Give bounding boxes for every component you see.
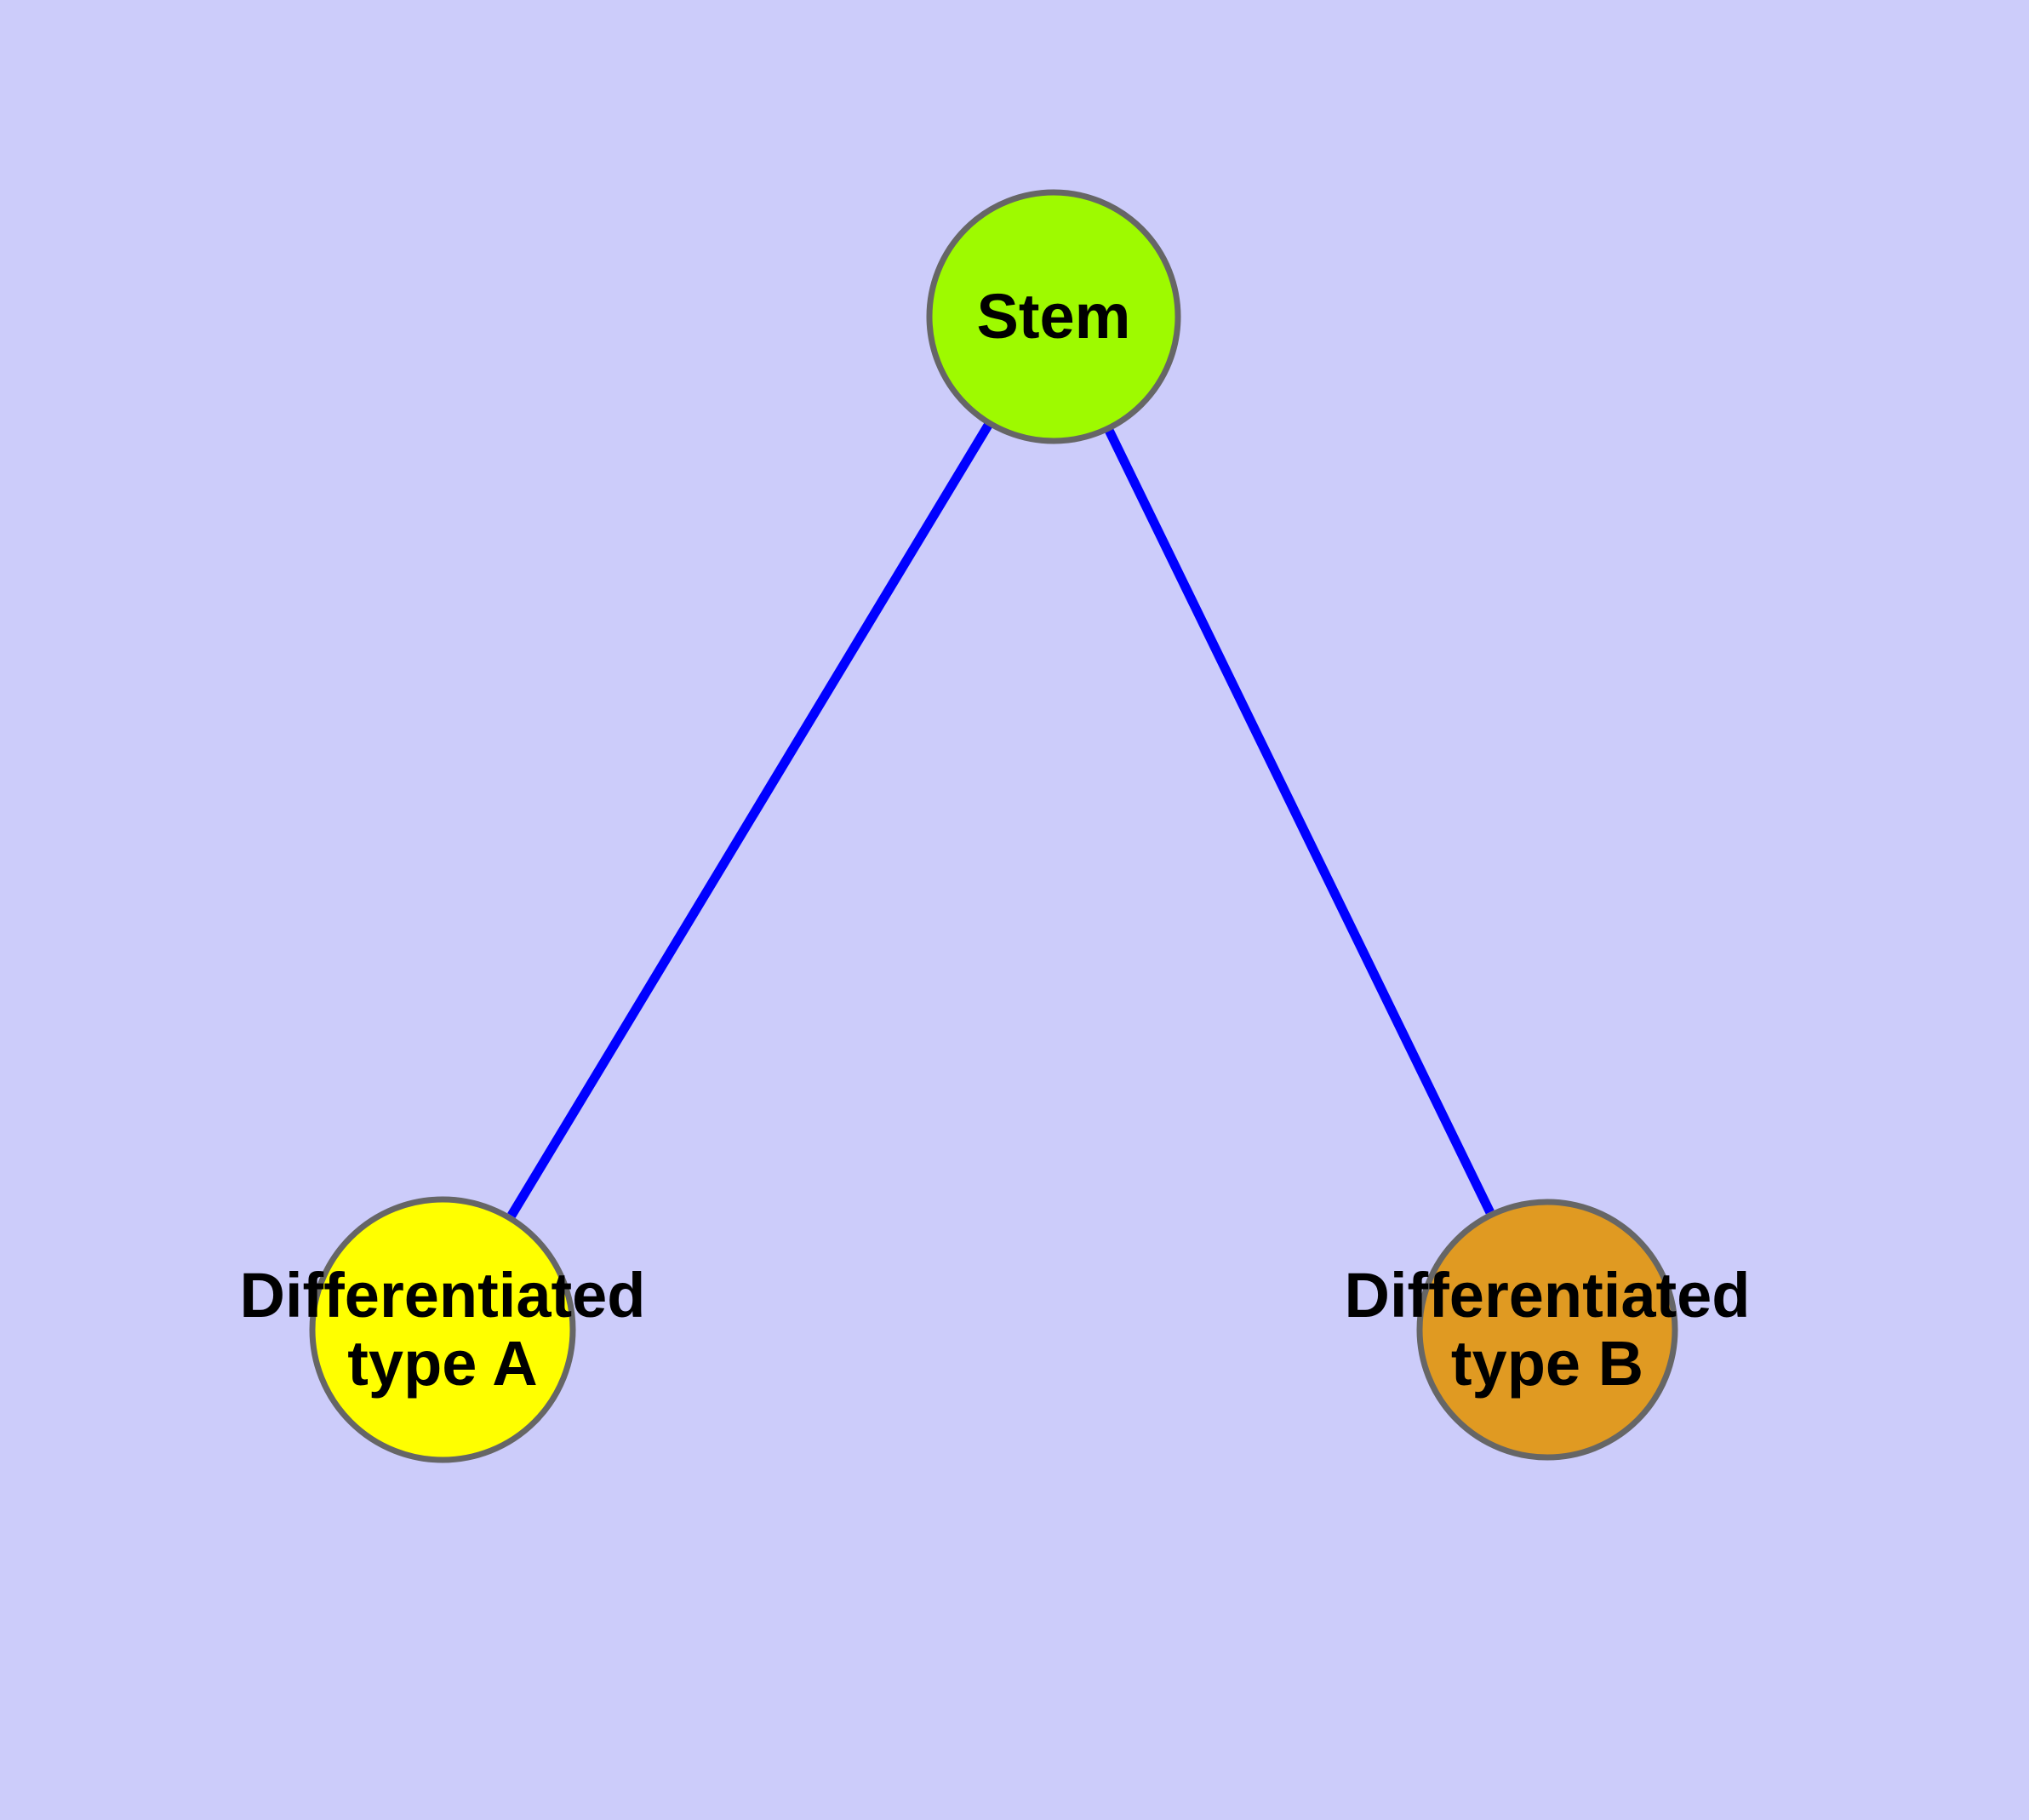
graph-node-stem[interactable]	[926, 189, 1181, 444]
nodes-layer	[309, 189, 1678, 1463]
graph-edge-stem-to-diff_a	[507, 314, 1058, 1218]
graph-node-diff_a[interactable]	[309, 1196, 576, 1463]
graph-node-diff_b[interactable]	[1416, 1199, 1678, 1461]
graph-edge-stem-to-diff_b	[1049, 314, 1495, 1215]
edges-layer	[507, 314, 1495, 1218]
